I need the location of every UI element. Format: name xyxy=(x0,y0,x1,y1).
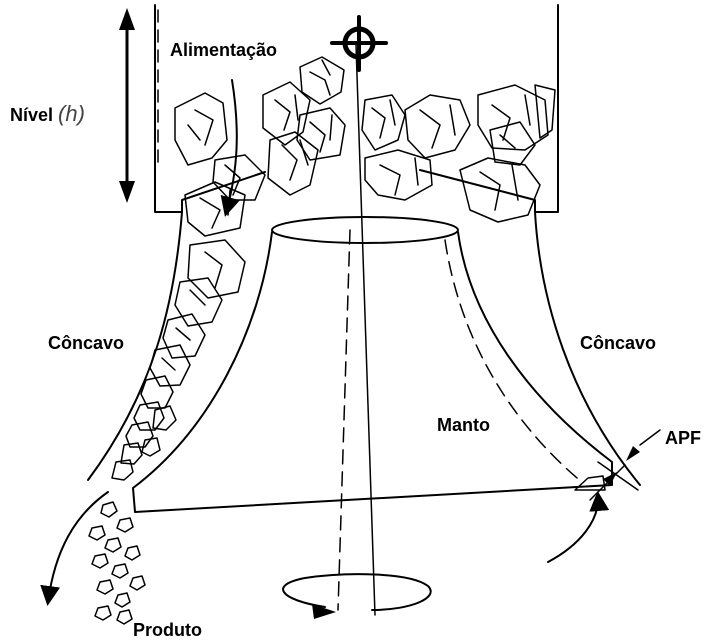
concave-left-label: Côncavo xyxy=(48,333,124,354)
mantle-top xyxy=(272,217,458,243)
level-arrow xyxy=(119,8,135,203)
mantle-bottom-notch xyxy=(575,476,605,490)
concave-right-label: Côncavo xyxy=(580,333,656,354)
mantle-body xyxy=(133,232,612,512)
mantle-label: Manto xyxy=(437,415,490,436)
pivot-crosshair-icon xyxy=(332,17,386,70)
apf-label: APF xyxy=(665,428,701,449)
level-label: Nível (h) xyxy=(10,101,85,127)
product-particles xyxy=(89,502,145,624)
feed-arrow xyxy=(226,80,237,213)
eccentric-axis xyxy=(356,45,375,615)
level-label-text: Nível xyxy=(10,105,53,125)
level-symbol: (h) xyxy=(58,101,85,126)
apf-indicator xyxy=(548,430,660,562)
vertical-axis xyxy=(338,230,350,610)
hopper-left-wall xyxy=(155,5,265,212)
rotation-arrow xyxy=(283,574,431,619)
chamber-rocks xyxy=(112,240,245,480)
feed-label: Alimentação xyxy=(170,40,277,61)
product-label: Produto xyxy=(133,620,202,641)
concave-outline xyxy=(88,212,640,485)
